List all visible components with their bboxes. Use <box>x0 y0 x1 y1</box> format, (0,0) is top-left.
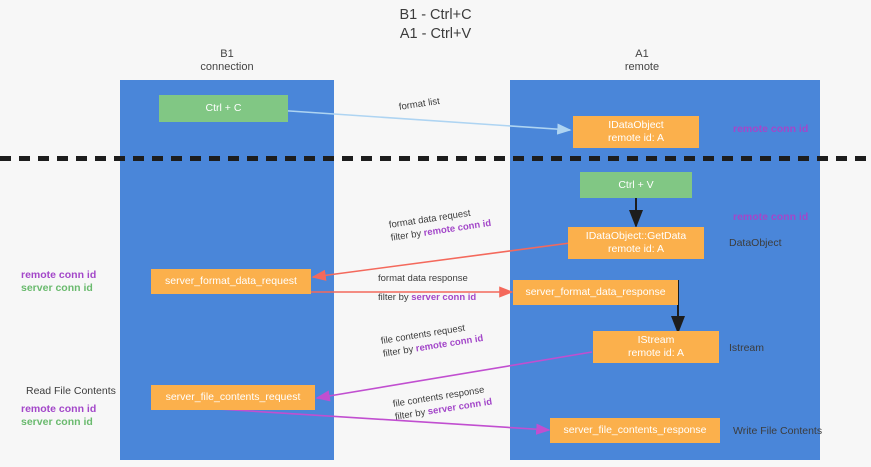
node-istream-line1: IStream <box>637 334 675 346</box>
edge-label-format-data-response-line2: filter by server conn id <box>378 292 477 303</box>
node-server-file-contents-response-label: server_file_contents_response <box>563 424 707 436</box>
side-label-read-file-contents: Read File Contents <box>26 385 116 397</box>
page-title: B1 - Ctrl+C A1 - Ctrl+V <box>0 6 871 44</box>
side-label-write-file-contents: Write File Contents <box>733 425 823 437</box>
node-server-file-contents-request[interactable]: server_file_contents_request <box>151 385 315 410</box>
node-server-file-contents-response[interactable]: server_file_contents_response <box>550 418 720 443</box>
column-header-b1-line1: B1 <box>220 48 234 60</box>
node-ctrl-v[interactable]: Ctrl + V <box>580 172 692 198</box>
column-header-a1: A1 remote <box>565 48 719 74</box>
node-idataobject[interactable]: IDataObject remote id: A <box>573 116 699 148</box>
edge-key-server-conn-id-1: server conn id <box>411 292 477 303</box>
title-line-2: A1 - Ctrl+V <box>399 26 472 42</box>
side-label-left-remote-conn-id-2: remote conn id <box>21 403 97 415</box>
node-istream[interactable]: IStream remote id: A <box>593 331 719 363</box>
edge-label-format-list-text: format list <box>398 95 441 113</box>
node-getdata-line1: IDataObject::GetData <box>585 230 687 242</box>
node-idataobject-line1: IDataObject <box>608 119 664 131</box>
column-header-a1-line1: A1 <box>635 48 649 60</box>
node-ctrl-c-label: Ctrl + C <box>205 102 242 114</box>
side-label-dataobject: DataObject <box>729 237 782 249</box>
side-label-left-server-conn-id-2: server conn id <box>21 416 93 428</box>
side-label-istream: Istream <box>729 342 765 354</box>
side-label-left-server-conn-id: server conn id <box>21 282 93 294</box>
node-getdata-line2: remote id: A <box>607 243 665 255</box>
node-getdata[interactable]: IDataObject::GetData remote id: A <box>568 227 704 259</box>
column-header-a1-line2: remote <box>624 61 660 73</box>
edge-label-format-data-response-line1: format data response <box>378 273 468 284</box>
edge-label-format-list: format list <box>398 95 441 114</box>
node-server-file-contents-request-label: server_file_contents_request <box>165 391 301 403</box>
node-server-format-data-request-label: server_format_data_request <box>165 275 297 287</box>
column-header-b1-line2: connection <box>200 61 254 73</box>
side-label-remote-conn-id-top: remote conn id <box>733 123 809 135</box>
node-server-format-data-request[interactable]: server_format_data_request <box>151 269 311 294</box>
edge-label-file-contents-request: file contents request filter by remote c… <box>380 319 484 361</box>
column-header-b1: B1 connection <box>150 48 304 74</box>
side-label-left-remote-conn-id: remote conn id <box>21 269 97 281</box>
node-server-format-data-response-label: server_format_data_response <box>525 286 666 298</box>
title-line-1: B1 - Ctrl+C <box>399 7 472 23</box>
node-ctrl-c[interactable]: Ctrl + C <box>159 95 288 122</box>
node-istream-line2: remote id: A <box>627 347 685 359</box>
node-idataobject-line2: remote id: A <box>607 132 665 144</box>
side-label-remote-conn-id-mid: remote conn id <box>733 211 809 223</box>
edge-label-format-data-response: format data response filter by server co… <box>378 272 476 304</box>
phase-divider <box>0 156 871 161</box>
node-server-format-data-response[interactable]: server_format_data_response <box>513 280 678 305</box>
edge-label-format-data-request: format data request filter by remote con… <box>388 204 492 245</box>
edge-label-file-contents-response: file contents response filter by server … <box>392 383 493 424</box>
node-ctrl-v-label: Ctrl + V <box>618 178 654 191</box>
